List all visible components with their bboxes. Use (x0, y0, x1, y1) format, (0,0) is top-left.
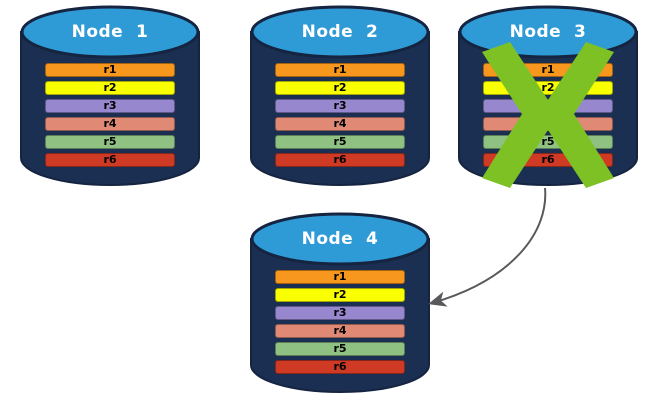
row-list: r1 r2 r3 r4 r5 r6 (483, 63, 613, 167)
cylinder-top (250, 212, 430, 266)
row-bar-r2[interactable]: r2 (483, 81, 613, 95)
row-bar-label: r3 (333, 306, 347, 319)
row-bar-r5[interactable]: r5 (483, 135, 613, 149)
row-bar-label: r1 (541, 63, 555, 76)
row-bar-label: r5 (541, 135, 555, 148)
row-bar-label: r6 (333, 360, 347, 373)
row-bar-label: r4 (333, 117, 347, 130)
row-bar-r4[interactable]: r4 (483, 117, 613, 131)
cylinder-top (20, 5, 200, 59)
row-bar-label: r1 (333, 63, 347, 76)
row-list: r1 r2 r3 r4 r5 r6 (45, 63, 175, 167)
row-bar-label: r1 (103, 63, 117, 76)
row-bar-label: r2 (541, 81, 555, 94)
row-bar-r4[interactable]: r4 (275, 117, 405, 131)
row-bar-r2[interactable]: r2 (275, 81, 405, 95)
row-bar-r4[interactable]: r4 (45, 117, 175, 131)
row-bar-r6[interactable]: r6 (483, 153, 613, 167)
row-bar-r2[interactable]: r2 (275, 288, 405, 302)
cylinder-top (250, 5, 430, 59)
row-bar-label: r2 (103, 81, 117, 94)
row-bar-r3[interactable]: r3 (275, 99, 405, 113)
row-bar-r5[interactable]: r5 (275, 342, 405, 356)
row-bar-r1[interactable]: r1 (45, 63, 175, 77)
row-list: r1 r2 r3 r4 r5 r6 (275, 63, 405, 167)
row-bar-r6[interactable]: r6 (275, 360, 405, 374)
row-bar-r4[interactable]: r4 (275, 324, 405, 338)
row-bar-r6[interactable]: r6 (45, 153, 175, 167)
row-bar-label: r5 (103, 135, 117, 148)
row-bar-label: r4 (103, 117, 117, 130)
row-bar-r1[interactable]: r1 (483, 63, 613, 77)
row-bar-label: r4 (541, 117, 555, 130)
row-bar-r3[interactable]: r3 (45, 99, 175, 113)
row-bar-label: r5 (333, 342, 347, 355)
row-bar-r5[interactable]: r5 (275, 135, 405, 149)
row-bar-label: r2 (333, 81, 347, 94)
row-list: r1 r2 r3 r4 r5 r6 (275, 270, 405, 374)
row-bar-label: r5 (333, 135, 347, 148)
row-bar-label: r6 (541, 153, 555, 166)
row-bar-label: r2 (333, 288, 347, 301)
row-bar-label: r3 (103, 99, 117, 112)
row-bar-label: r6 (103, 153, 117, 166)
row-bar-label: r3 (541, 99, 555, 112)
cylinder-top (458, 5, 638, 59)
row-bar-r2[interactable]: r2 (45, 81, 175, 95)
row-bar-r6[interactable]: r6 (275, 153, 405, 167)
row-bar-label: r6 (333, 153, 347, 166)
row-bar-r1[interactable]: r1 (275, 63, 405, 77)
row-bar-r3[interactable]: r3 (275, 306, 405, 320)
row-bar-label: r4 (333, 324, 347, 337)
row-bar-r3[interactable]: r3 (483, 99, 613, 113)
row-bar-label: r1 (333, 270, 347, 283)
row-bar-label: r3 (333, 99, 347, 112)
row-bar-r1[interactable]: r1 (275, 270, 405, 284)
row-bar-r5[interactable]: r5 (45, 135, 175, 149)
